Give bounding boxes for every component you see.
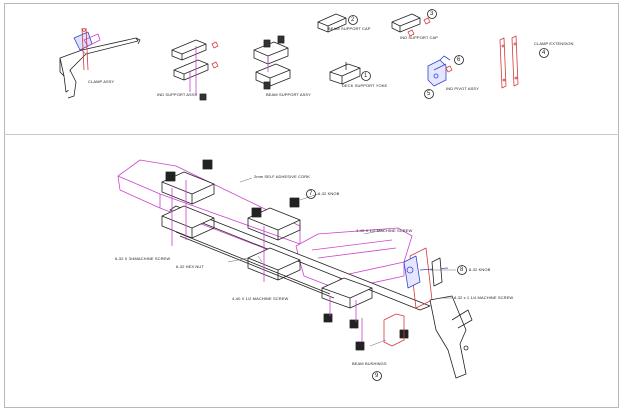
label-adhesive-cork: 2mm SELF ADHESIVE CORK: [254, 174, 310, 179]
label-clamp-extension: CLAMP EXTENSION: [534, 41, 574, 46]
label-clamp-assy: CLAMP ASSY: [88, 79, 115, 84]
label-deck-support-yoke: DECK SUPPORT YOKE: [342, 83, 388, 88]
label-ind-support-cap: IND SUPPORT CAP: [400, 35, 439, 40]
callout-number-1: 1: [364, 73, 368, 79]
beam-support-assy-drawing: [253, 35, 291, 90]
callout-circle-8: [457, 265, 467, 275]
callout-circle-6: [454, 55, 464, 65]
label-ind-support-assy: IND SUPPORT ASSY: [157, 92, 198, 97]
callout-number-6: 6: [457, 57, 461, 63]
callout-number-7: 7: [309, 191, 313, 197]
ind-support-cap-drawing: [391, 13, 431, 37]
callout-number-5: 5: [427, 91, 431, 97]
callout-number-3: 3: [430, 11, 434, 17]
label-knob-632: 6-32 KNOB: [318, 191, 340, 196]
callout-circle-7: [306, 189, 316, 199]
callout-number-8: 8: [460, 267, 464, 273]
callout-number-2: 2: [351, 17, 355, 23]
label-screw-440-b: 4-40 X 1/2 MACHINE SCREW: [232, 296, 289, 301]
sheet-border: [4, 3, 619, 408]
callout-number-9: 9: [375, 373, 379, 379]
main-assembly-drawing: [117, 159, 473, 379]
label-beam-support-assy: BEAM SUPPORT ASSY: [266, 92, 311, 97]
callout-circle-9: [372, 371, 382, 381]
label-hex-nut: 6-32 HEX NUT: [176, 264, 204, 269]
callout-number-4: 4: [542, 50, 546, 56]
deck-support-yoke-drawing: [329, 62, 361, 85]
label-screw-632: 6-32 X 3/4MACHINE SCREW: [115, 256, 171, 261]
callout-circle-3: [427, 9, 437, 19]
callout-circle-5: [424, 89, 434, 99]
label-knob-832: 8-32 KNOB: [469, 267, 491, 272]
label-beam-bushings: BEAM BUSHINGS: [352, 361, 387, 366]
label-ind-pivot-assy: IND PIVOT ASSY: [446, 86, 479, 91]
ind-pivot-assy-drawing: [427, 55, 453, 87]
label-screw-832: 8-32 x 1 1/4 MACHINE SCREW: [454, 295, 514, 300]
section-divider: [4, 134, 619, 135]
callout-circle-2: [348, 15, 358, 25]
beam-support-cap-drawing: [317, 13, 347, 33]
callout-circle-4: [539, 48, 549, 58]
ind-support-assy-drawing: [171, 39, 219, 101]
callout-circle-1: [361, 71, 371, 81]
label-beam-support-cap: BEAM SUPPORT CAP: [328, 26, 371, 31]
clamp-extension-drawing: [499, 35, 519, 89]
label-screw-440-a: 4-40 X 1/2 MACHINE SCREW: [356, 228, 413, 233]
clamp-assy-drawing: [59, 27, 141, 99]
